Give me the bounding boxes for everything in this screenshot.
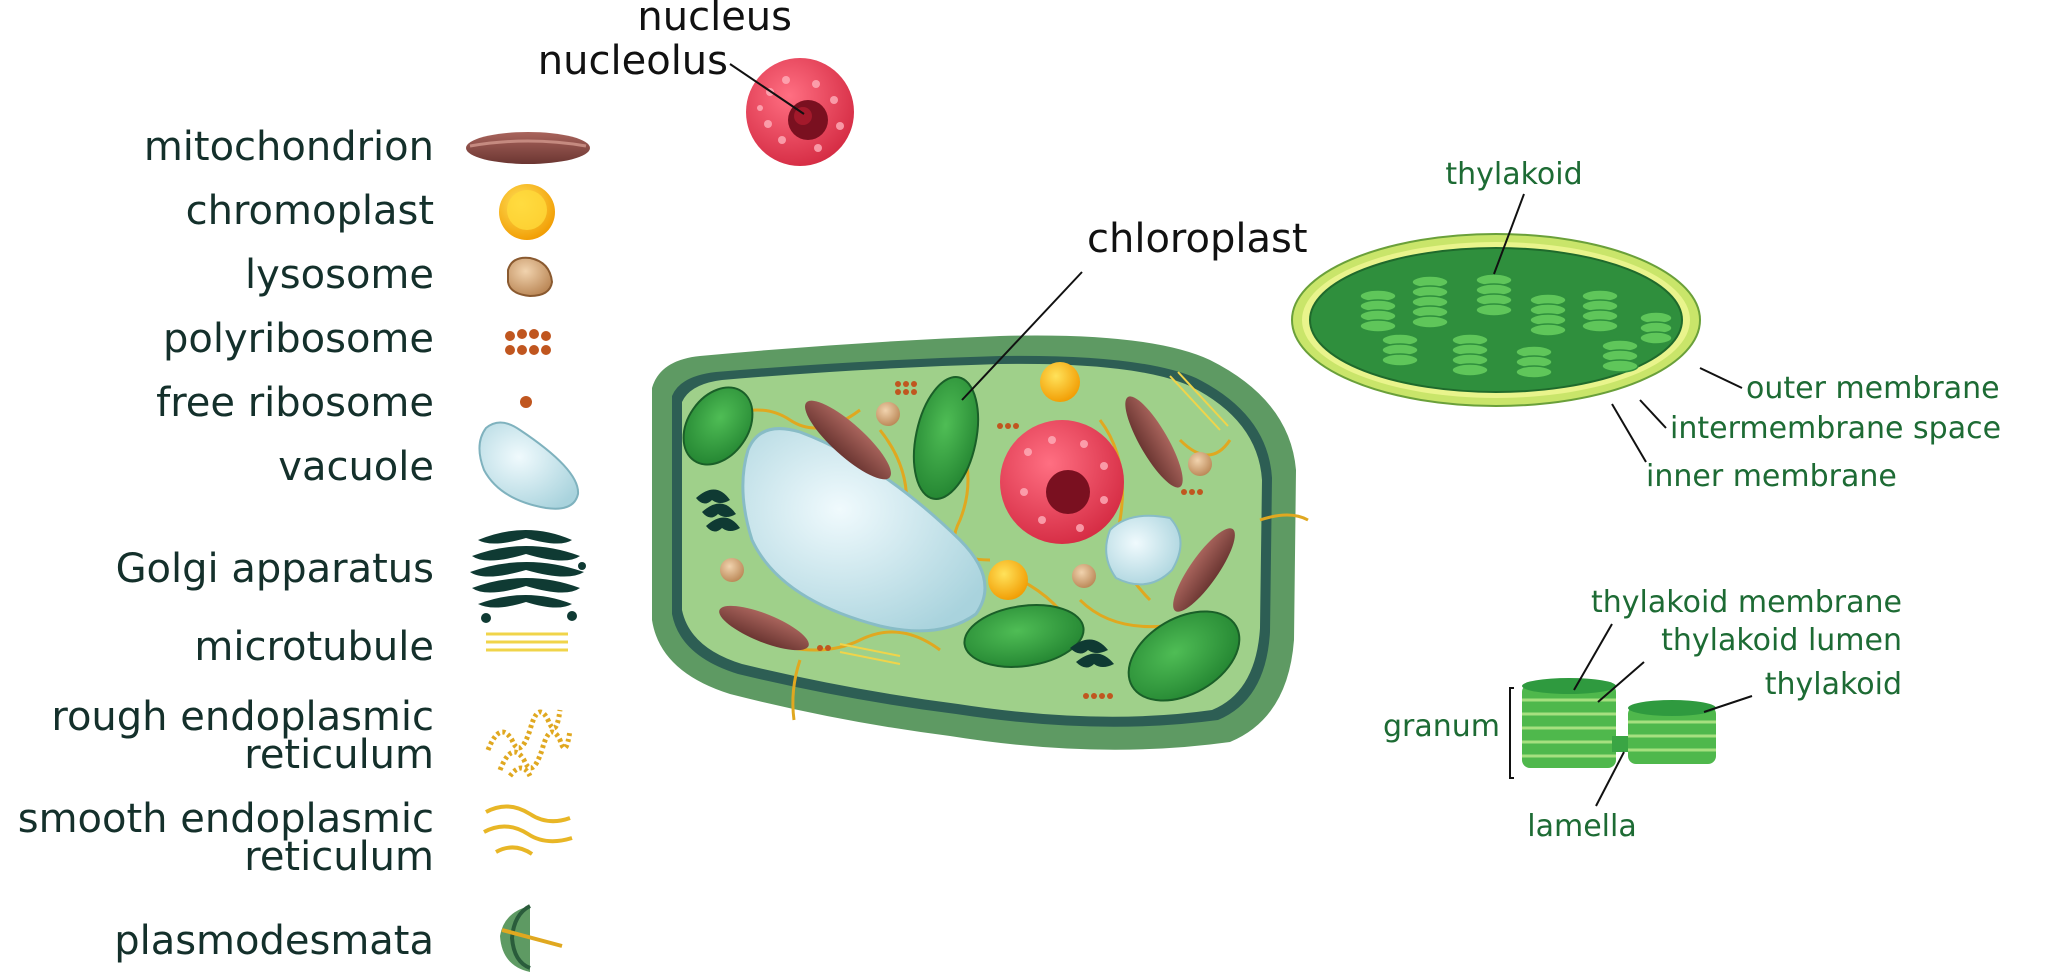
label-lamella: lamella: [1527, 809, 1636, 844]
legend-label-rough-er-line2: reticulum: [244, 732, 434, 778]
microtubule-icon: [486, 632, 568, 652]
label-thylakoid-lumen: thylakoid lumen: [1661, 623, 1902, 658]
legend: mitochondrion chromoplast lysosome polyr…: [18, 124, 434, 964]
label-outer-membrane: outer membrane: [1746, 371, 2000, 406]
cell-lysosomes: [720, 402, 1212, 588]
lysosome-icon: [507, 256, 554, 298]
legend-label-chromoplast: chromoplast: [186, 188, 434, 234]
plasmodesmata-icon: [500, 904, 563, 972]
cell-mitochondria: [719, 396, 1235, 651]
pointer-lamella: [1595, 751, 1625, 807]
pointer-inner-membrane: [1611, 403, 1647, 463]
label-thylakoid-granum: thylakoid: [1765, 667, 1902, 702]
pointer-thylakoid-granum: [1703, 695, 1753, 713]
cell-nucleus: [1000, 420, 1124, 544]
legend-label-microtubule: microtubule: [194, 624, 434, 670]
label-thylakoid-top: thylakoid: [1445, 157, 1582, 192]
granum-stack-large: [1522, 678, 1616, 768]
legend-label-plasmodesmata: plasmodesmata: [114, 918, 434, 964]
label-nucleolus: nucleolus: [538, 38, 728, 84]
legend-label-polyribosome: polyribosome: [163, 316, 434, 362]
pointer-outer-membrane: [1699, 367, 1743, 389]
mitochondrion-icon: [466, 132, 590, 164]
pointer-nucleolus: [729, 63, 805, 115]
legend-icons: [466, 132, 590, 972]
cell-golgi: [696, 489, 1114, 668]
thylakoid-stacks: [1359, 273, 1673, 379]
cell-chloroplasts: [682, 376, 1241, 702]
cell-chromoplasts: [988, 362, 1080, 600]
polyribosome-icon: [505, 329, 551, 355]
pointer-thylakoid-top: [1493, 193, 1525, 275]
free-ribosome-icon: [520, 396, 532, 408]
label-intermembrane-space: intermembrane space: [1670, 411, 2001, 446]
label-nucleus: nucleus: [637, 0, 792, 40]
label-chloroplast: chloroplast: [1087, 216, 1308, 262]
pointer-thylakoid-lumen: [1597, 661, 1645, 703]
chloroplast-detail: [1291, 233, 1701, 407]
vacuole-icon: [478, 421, 580, 510]
granum-bracket: [1509, 687, 1514, 779]
legend-label-free-ribosome: free ribosome: [156, 380, 434, 426]
cell-microtubules: [839, 371, 1229, 665]
legend-label-golgi: Golgi apparatus: [116, 546, 434, 592]
pointer-chloroplast: [961, 271, 1083, 401]
smooth-er-icon: [483, 804, 573, 856]
legend-label-mitochondrion: mitochondrion: [144, 124, 434, 170]
plant-cell: [652, 335, 1309, 750]
legend-label-lysosome: lysosome: [245, 252, 434, 298]
label-inner-membrane: inner membrane: [1646, 459, 1897, 494]
lamella-shape: [1612, 736, 1632, 752]
legend-label-smooth-er-line1: smooth endoplasmic: [18, 796, 434, 842]
cell-polyribosomes: [817, 381, 1203, 699]
granum-stack-small: [1628, 700, 1716, 764]
label-thylakoid-membrane: thylakoid membrane: [1591, 585, 1902, 620]
golgi-icon: [470, 530, 586, 623]
chromoplast-icon: [499, 184, 555, 240]
rough-er-icon: [485, 709, 573, 778]
legend-label-vacuole: vacuole: [278, 444, 434, 490]
legend-label-smooth-er-line2: reticulum: [244, 834, 434, 880]
granum-detail: [1509, 678, 1716, 779]
cell-small-vacuole: [1105, 514, 1182, 586]
label-granum: granum: [1383, 709, 1500, 744]
pointer-intermembrane-space: [1639, 399, 1667, 429]
pointer-thylakoid-membrane: [1573, 623, 1613, 691]
legend-label-rough-er-line1: rough endoplasmic: [51, 694, 434, 740]
cell-vacuole: [741, 427, 987, 633]
